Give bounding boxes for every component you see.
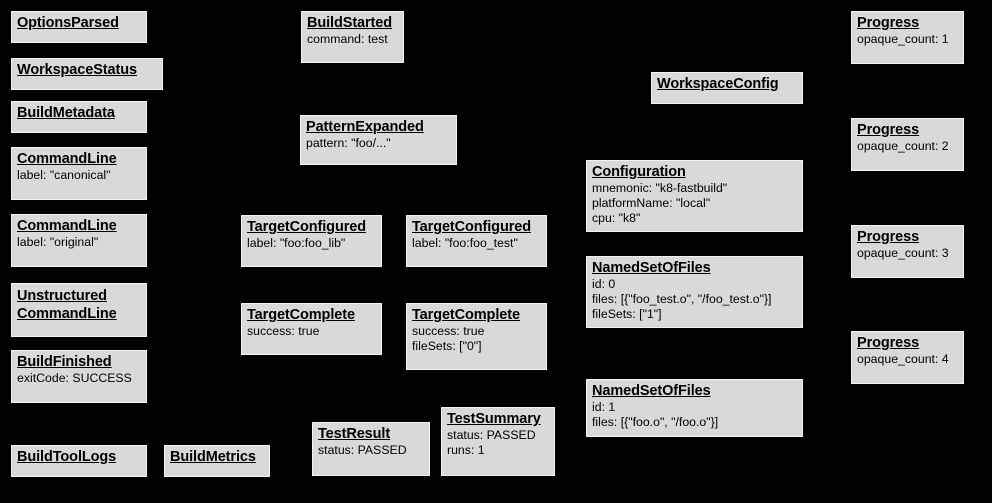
node-field: opaque_count: 3: [857, 245, 949, 260]
node-field: success: true: [412, 323, 485, 338]
node-workspace-status[interactable]: WorkspaceStatus: [11, 58, 163, 90]
node-title: BuildMetadata: [17, 105, 115, 121]
node-field: files: [{"foo_test.o", "/foo_test.o"}]: [592, 291, 772, 306]
node-field: runs: 1: [447, 442, 485, 457]
node-title: CommandLine: [17, 218, 117, 234]
node-field: exitCode: SUCCESS: [17, 370, 132, 385]
node-field: id: 0: [592, 276, 616, 291]
node-title: WorkspaceConfig: [657, 76, 779, 92]
node-field: fileSets: ["0"]: [412, 338, 482, 353]
node-field: mnemonic: "k8-fastbuild": [592, 180, 728, 195]
node-options-parsed[interactable]: OptionsParsed: [11, 11, 147, 43]
node-field: id: 1: [592, 399, 616, 414]
node-title: Progress: [857, 229, 920, 245]
node-title: TargetComplete: [247, 307, 355, 323]
node-title-line: Unstructured: [17, 288, 107, 304]
node-field: label: "canonical": [17, 167, 111, 182]
node-title: TestSummary: [447, 411, 541, 427]
node-title: BuildMetrics: [170, 449, 256, 465]
node-title: BuildStarted: [307, 15, 393, 31]
node-build-metrics[interactable]: BuildMetrics: [164, 445, 270, 477]
node-field: platformName: "local": [592, 195, 711, 210]
node-title: BuildFinished: [17, 354, 112, 370]
node-title: TargetComplete: [412, 307, 520, 323]
node-field: status: PASSED: [318, 442, 407, 457]
node-title: PatternExpanded: [306, 119, 424, 135]
node-field: label: "original": [17, 234, 99, 249]
node-title: NamedSetOfFiles: [592, 383, 711, 399]
node-title: CommandLine: [17, 151, 117, 167]
node-field: success: true: [247, 323, 320, 338]
node-build-tool-logs[interactable]: BuildToolLogs: [11, 445, 147, 477]
node-field: files: [{"foo.o", "/foo.o"}]: [592, 414, 719, 429]
node-title: OptionsParsed: [17, 15, 119, 31]
node-field: opaque_count: 4: [857, 351, 949, 366]
node-field: label: "foo:foo_test": [412, 235, 518, 250]
node-title-line: CommandLine: [17, 305, 117, 322]
node-title: Configuration: [592, 164, 686, 180]
node-title: NamedSetOfFiles: [592, 260, 711, 276]
node-field: label: "foo:foo_lib": [247, 235, 346, 250]
node-field: cpu: "k8": [592, 211, 641, 226]
node-title: TestResult: [318, 426, 391, 442]
node-field: opaque_count: 2: [857, 138, 949, 153]
node-title: Progress: [857, 15, 920, 31]
node-workspace-config[interactable]: WorkspaceConfig: [651, 72, 803, 104]
node-field: opaque_count: 1: [857, 31, 949, 46]
node-field: command: test: [307, 31, 388, 46]
node-title: WorkspaceStatus: [17, 62, 137, 78]
node-title: TargetConfigured: [412, 219, 531, 235]
node-title: TargetConfigured: [247, 219, 366, 235]
node-title: BuildToolLogs: [17, 449, 117, 465]
node-field: status: PASSED: [447, 427, 536, 442]
node-title: Progress: [857, 122, 920, 138]
node-title: Progress: [857, 335, 920, 351]
node-field: pattern: "foo/...": [306, 135, 391, 150]
node-build-metadata[interactable]: BuildMetadata: [11, 101, 147, 133]
node-field: fileSets: ["1"]: [592, 307, 662, 322]
